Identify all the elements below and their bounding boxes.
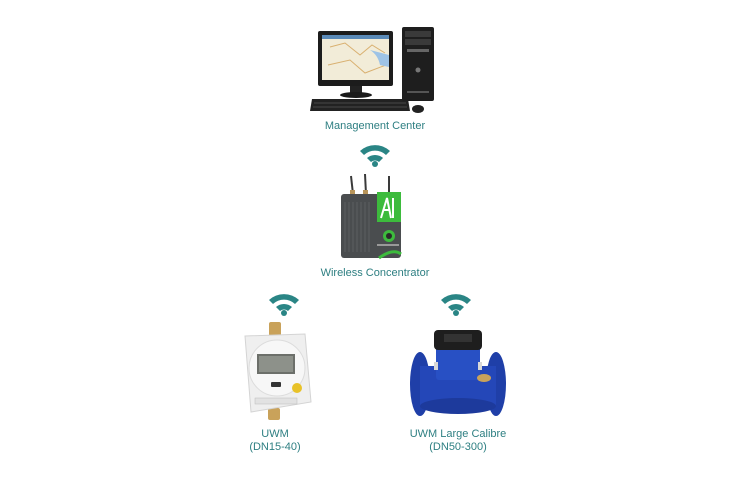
concentrator-device-icon — [341, 173, 402, 260]
uwm-node — [235, 322, 315, 422]
wifi-icon — [360, 145, 390, 167]
uwm-large-label-line1: UWM Large Calibre — [409, 428, 507, 440]
wireless-concentrator-node — [335, 172, 415, 262]
small-water-meter-icon — [244, 322, 312, 420]
management-center-label: Management Center — [324, 120, 426, 132]
uwm-label-line1: UWM — [261, 428, 289, 440]
wireless-concentrator-label: Wireless Concentrator — [320, 267, 430, 279]
wifi-icon — [441, 294, 471, 316]
desktop-computer-icon — [310, 27, 434, 113]
wifi-icon — [269, 294, 299, 316]
uwm-label-line2: (DN15-40) — [249, 441, 301, 453]
management-center-node — [310, 25, 440, 115]
uwm-large-node — [408, 322, 508, 422]
uwm-large-label: UWM Large Calibre (DN50-300) — [393, 428, 523, 454]
uwm-large-label-line2: (DN50-300) — [429, 441, 487, 453]
large-water-meter-icon — [410, 330, 506, 416]
uwm-label: UWM (DN15-40) — [225, 428, 325, 454]
